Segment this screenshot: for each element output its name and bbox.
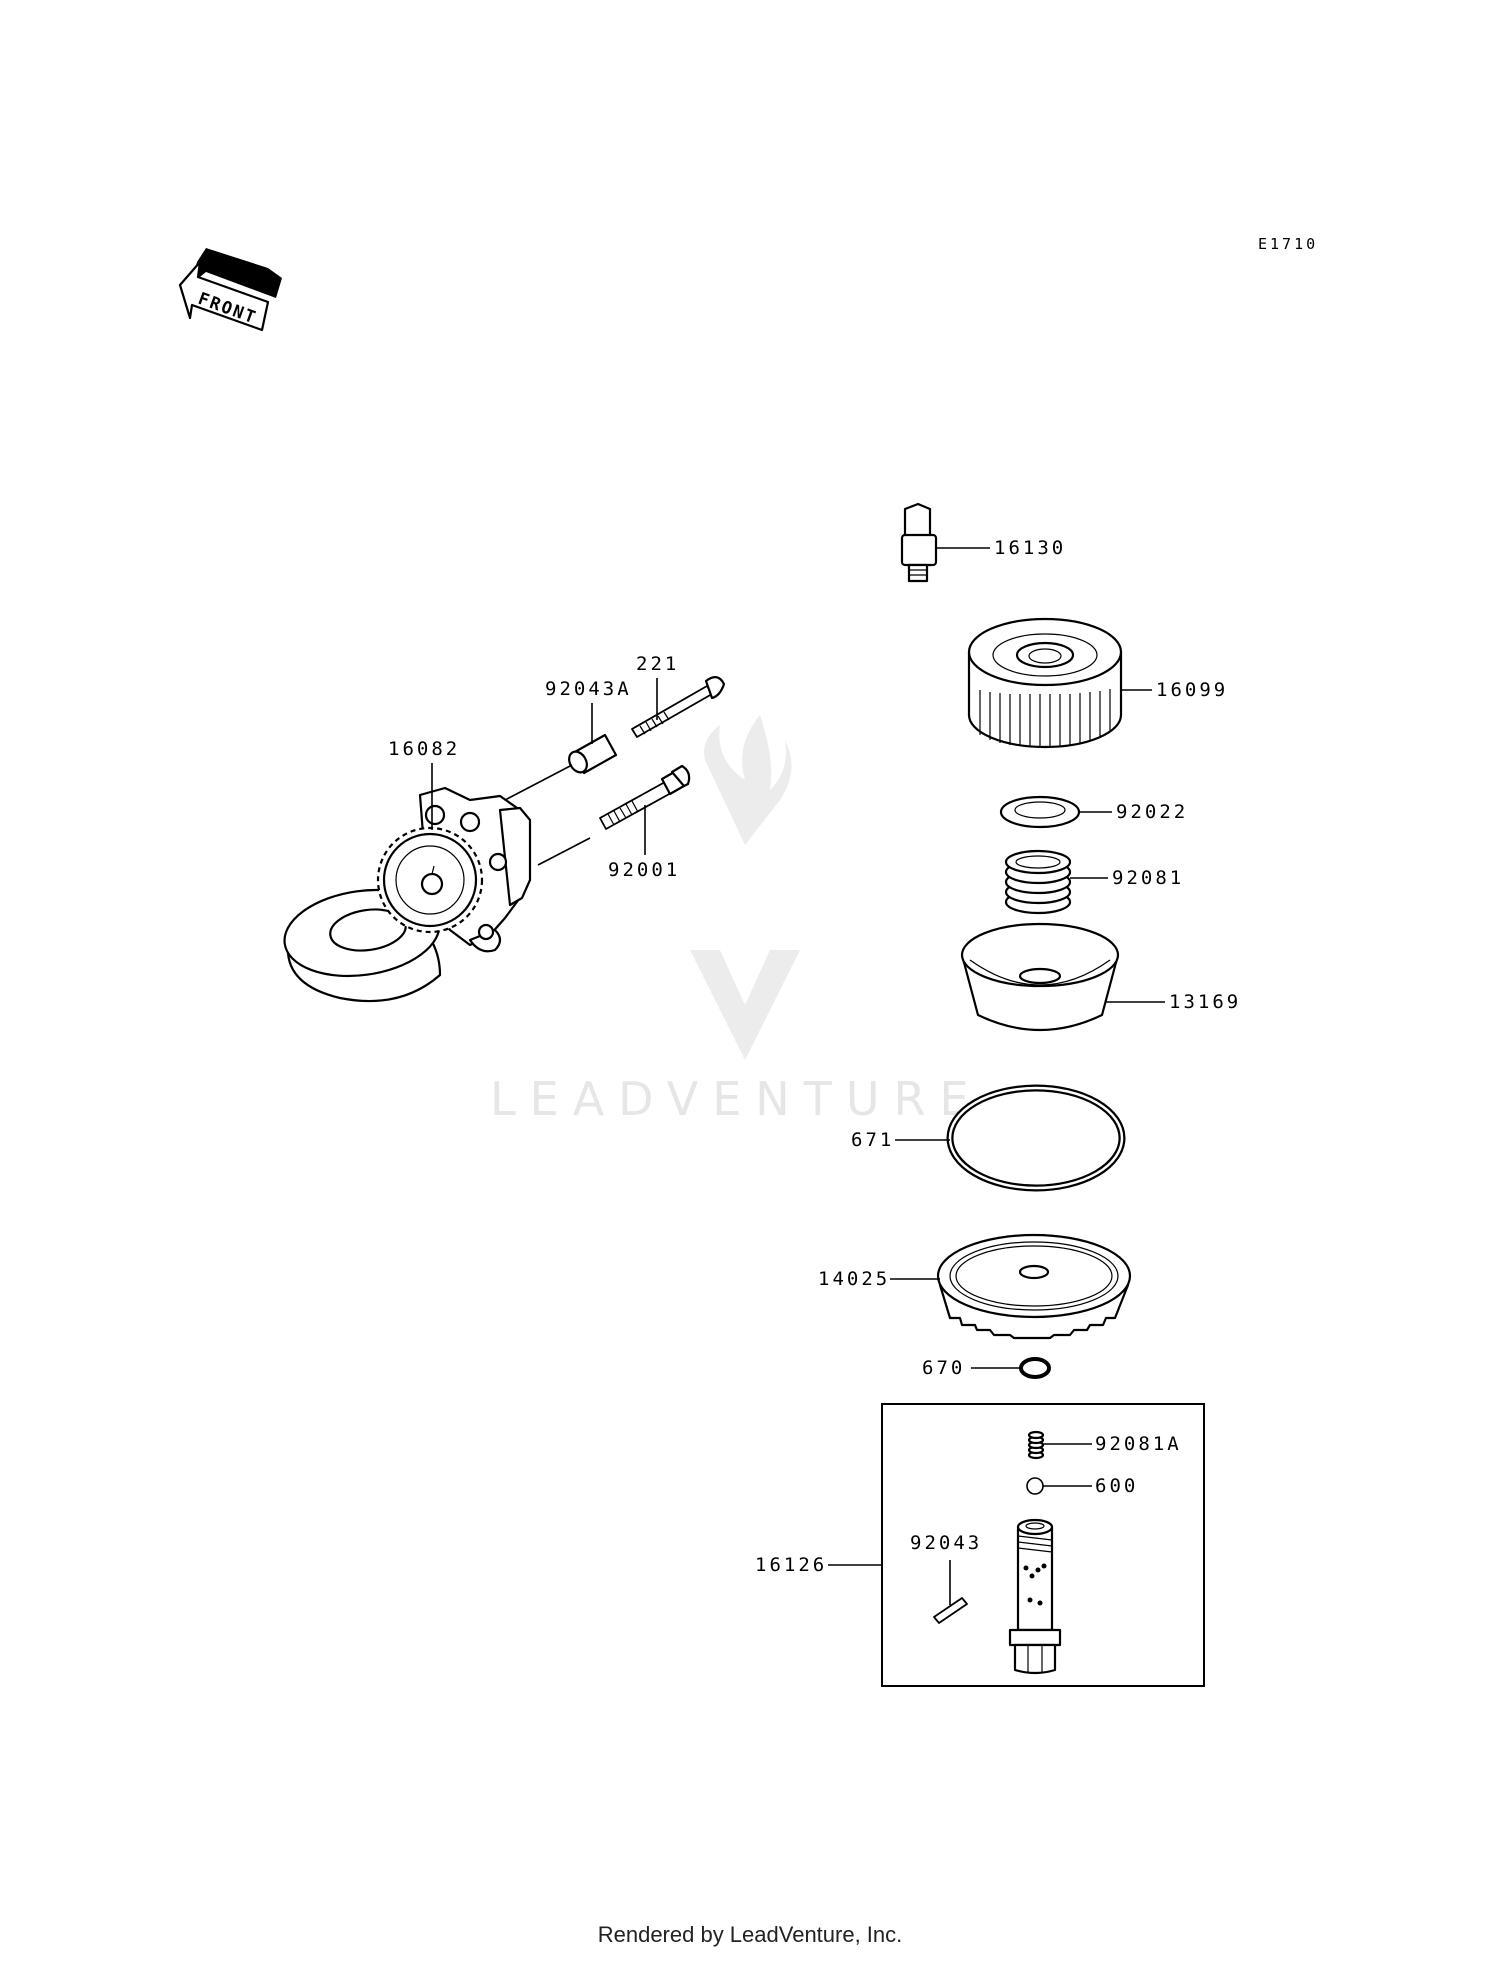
watermark: LEADVENTURE — [490, 715, 983, 1126]
label-16126: 16126 — [755, 1554, 827, 1576]
cover-13169 — [960, 922, 1120, 1032]
label-600: 600 — [1095, 1475, 1138, 1497]
o-ring-671 — [946, 1084, 1126, 1192]
label-13169: 13169 — [1169, 991, 1241, 1013]
diagram-code: E1710 — [1258, 235, 1318, 253]
pin-92043 — [933, 1597, 968, 1624]
label-92043: 92043 — [910, 1532, 982, 1554]
label-16099: 16099 — [1156, 679, 1228, 701]
label-670: 670 — [922, 1357, 965, 1379]
ball-600 — [1026, 1477, 1044, 1495]
label-16082: 16082 — [388, 738, 460, 760]
label-92081: 92081 — [1112, 867, 1184, 889]
label-92081a: 92081A — [1095, 1433, 1182, 1455]
footer-credit: Rendered by LeadVenture, Inc. — [597, 1922, 903, 1947]
watermark-text: LEADVENTURE — [490, 1072, 983, 1126]
cover-plate-14025 — [936, 1233, 1132, 1340]
label-14025: 14025 — [818, 1268, 890, 1290]
washer-92022 — [999, 795, 1081, 829]
assembly-box-16126 — [881, 1403, 1205, 1687]
label-92043a: 92043A — [545, 678, 632, 700]
label-92001: 92001 — [608, 859, 680, 881]
spring-92081 — [1004, 849, 1072, 915]
label-221: 221 — [636, 653, 679, 675]
filter-element-16099 — [967, 617, 1123, 749]
relief-valve-body — [1008, 1518, 1062, 1675]
front-arrow-icon: FRONT — [178, 248, 282, 332]
label-92022: 92022 — [1116, 801, 1188, 823]
dowel-92043a — [568, 733, 618, 775]
oil-pump-16082 — [283, 786, 532, 1003]
label-16130: 16130 — [994, 537, 1066, 559]
bolt-92001 — [599, 764, 691, 830]
label-671: 671 — [851, 1129, 894, 1151]
spring-92081a — [1027, 1430, 1045, 1460]
bolt-221 — [631, 676, 726, 738]
fitting-16130 — [900, 502, 938, 583]
o-ring-670 — [1019, 1357, 1051, 1379]
